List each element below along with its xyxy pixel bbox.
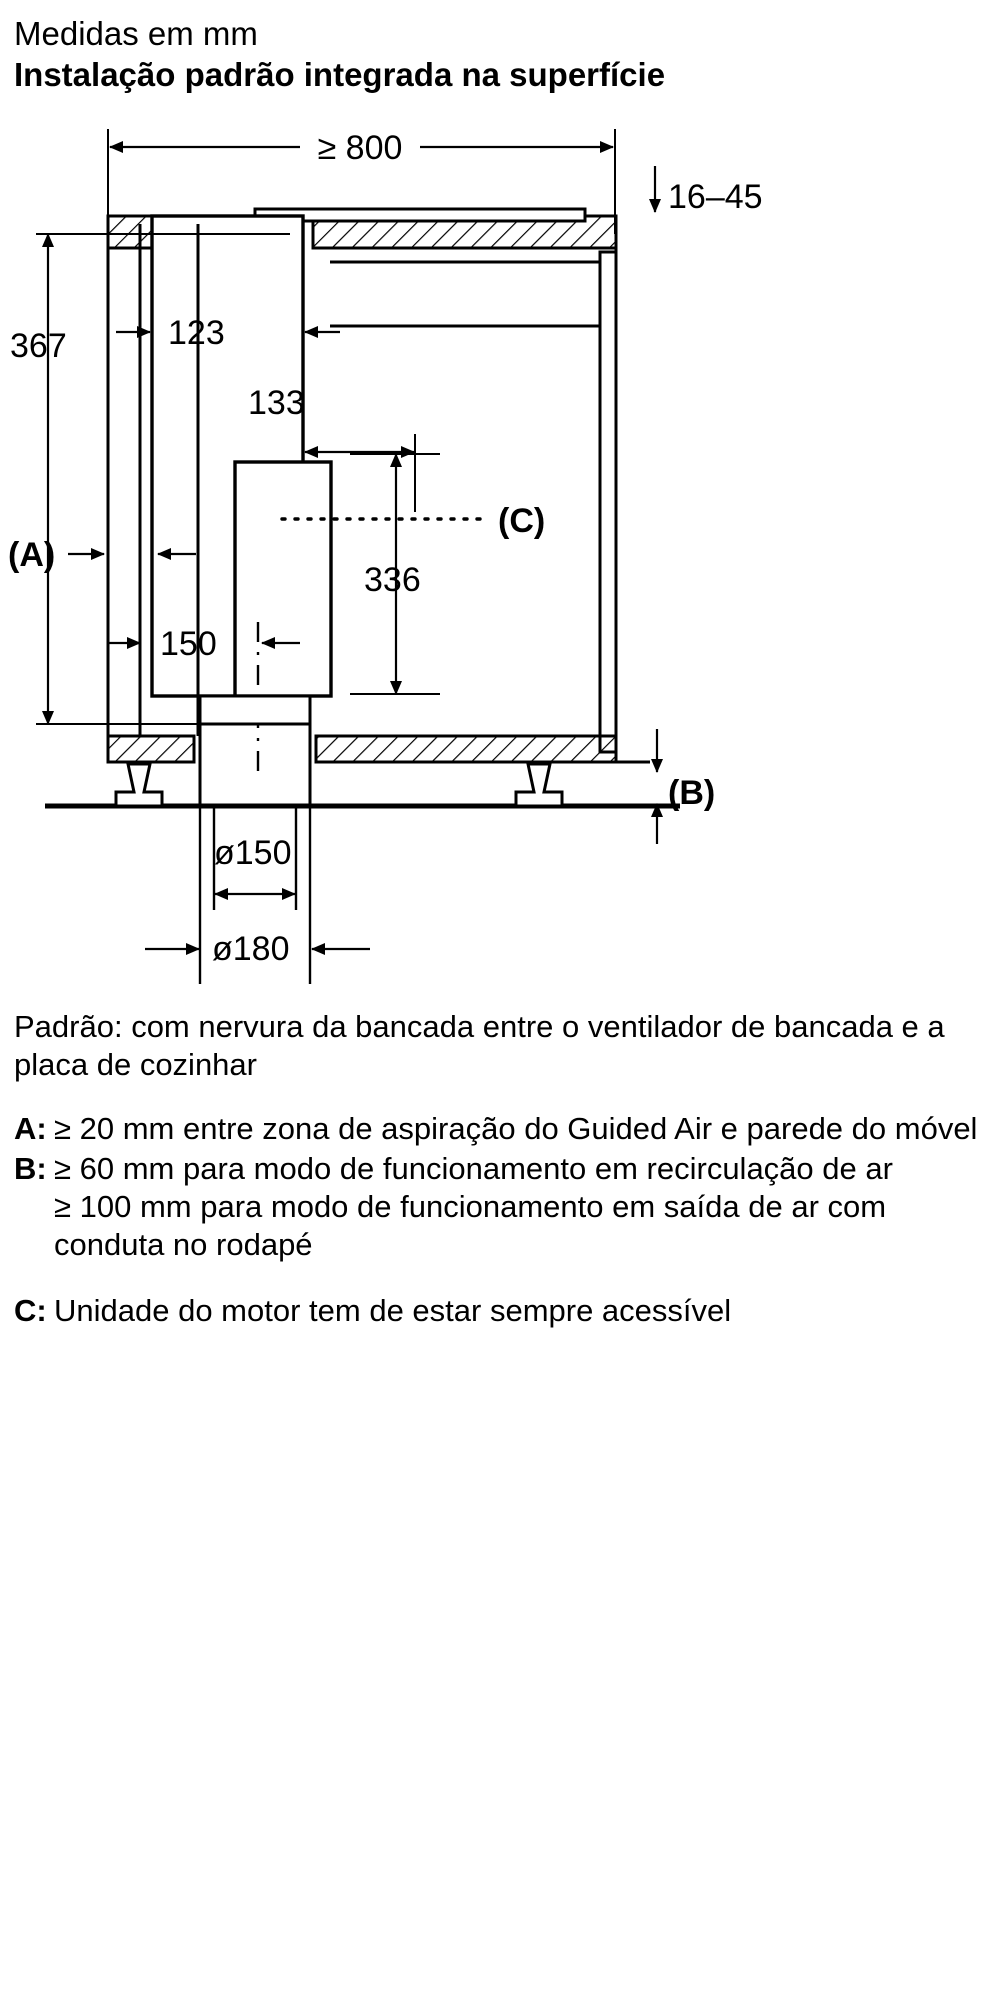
note-item-b: B: ≥ 60 mm para modo de funcionamento em… — [14, 1150, 990, 1264]
dim-16-45-label: 16–45 — [668, 178, 763, 216]
callout-c-leader: (C) — [280, 502, 545, 540]
label-a: (A) — [8, 536, 55, 574]
dimension-133: 133 — [248, 384, 416, 512]
dim-800-label: ≥ 800 — [318, 129, 403, 167]
note-item-a: A: ≥ 20 mm entre zona de aspiração do Gu… — [14, 1110, 990, 1148]
dimension-367: 367 — [10, 233, 290, 725]
callout-a: (A) — [8, 536, 196, 574]
notes-spacer — [14, 1266, 990, 1292]
dim-d180-label: ø180 — [212, 930, 290, 968]
dim-150-label: 150 — [160, 625, 217, 663]
note-key-b: B: — [14, 1151, 47, 1186]
note-text-a: ≥ 20 mm entre zona de aspiração do Guide… — [54, 1111, 978, 1146]
dimension-150: 150 — [108, 625, 300, 663]
dim-336-label: 336 — [364, 561, 421, 599]
note-text-c: Unidade do motor tem de estar sempre ace… — [54, 1293, 732, 1328]
motor-unit — [233, 460, 333, 698]
units-note: Medidas em mm — [14, 15, 258, 52]
dim-133-label: 133 — [248, 384, 305, 422]
label-c: (C) — [498, 502, 545, 540]
dimension-123: 123 — [116, 314, 340, 352]
dimension-thickness-16-45: 16–45 — [649, 166, 763, 216]
dimension-width-800: ≥ 800 — [107, 129, 616, 234]
adjustable-feet — [114, 762, 564, 808]
dimension-diameter-180: ø180 — [145, 930, 370, 968]
note-text-b: ≥ 60 mm para modo de funcionamento em re… — [54, 1151, 893, 1262]
dim-d150-label: ø150 — [214, 834, 292, 872]
dimension-b-gap: (B) — [651, 729, 715, 844]
diagram-svg: ≥ 800 16–45 — [8, 129, 763, 984]
note-key-c: C: — [14, 1293, 47, 1328]
base-plinth — [106, 734, 650, 764]
dimension-336: 336 — [350, 453, 440, 695]
dimension-diameter-150: ø150 — [214, 834, 296, 900]
dim-123-label: 123 — [168, 314, 225, 352]
note-standard: Padrão: com nervura da bancada entre o v… — [14, 1009, 945, 1082]
note-item-c: C: Unidade do motor tem de estar sempre … — [14, 1292, 990, 1330]
duct-collar — [198, 694, 312, 804]
page-title: Instalação padrão integrada na superfíci… — [14, 56, 666, 93]
page-header: Medidas em mm Instalação padrão integrad… — [0, 0, 1000, 96]
cabinet-outline — [106, 248, 618, 754]
notes-section: Padrão: com nervura da bancada entre o v… — [0, 1008, 1000, 1330]
dim-367-label: 367 — [10, 327, 67, 365]
technical-drawing: ≥ 800 16–45 — [0, 104, 1000, 1004]
note-key-a: A: — [14, 1111, 47, 1146]
